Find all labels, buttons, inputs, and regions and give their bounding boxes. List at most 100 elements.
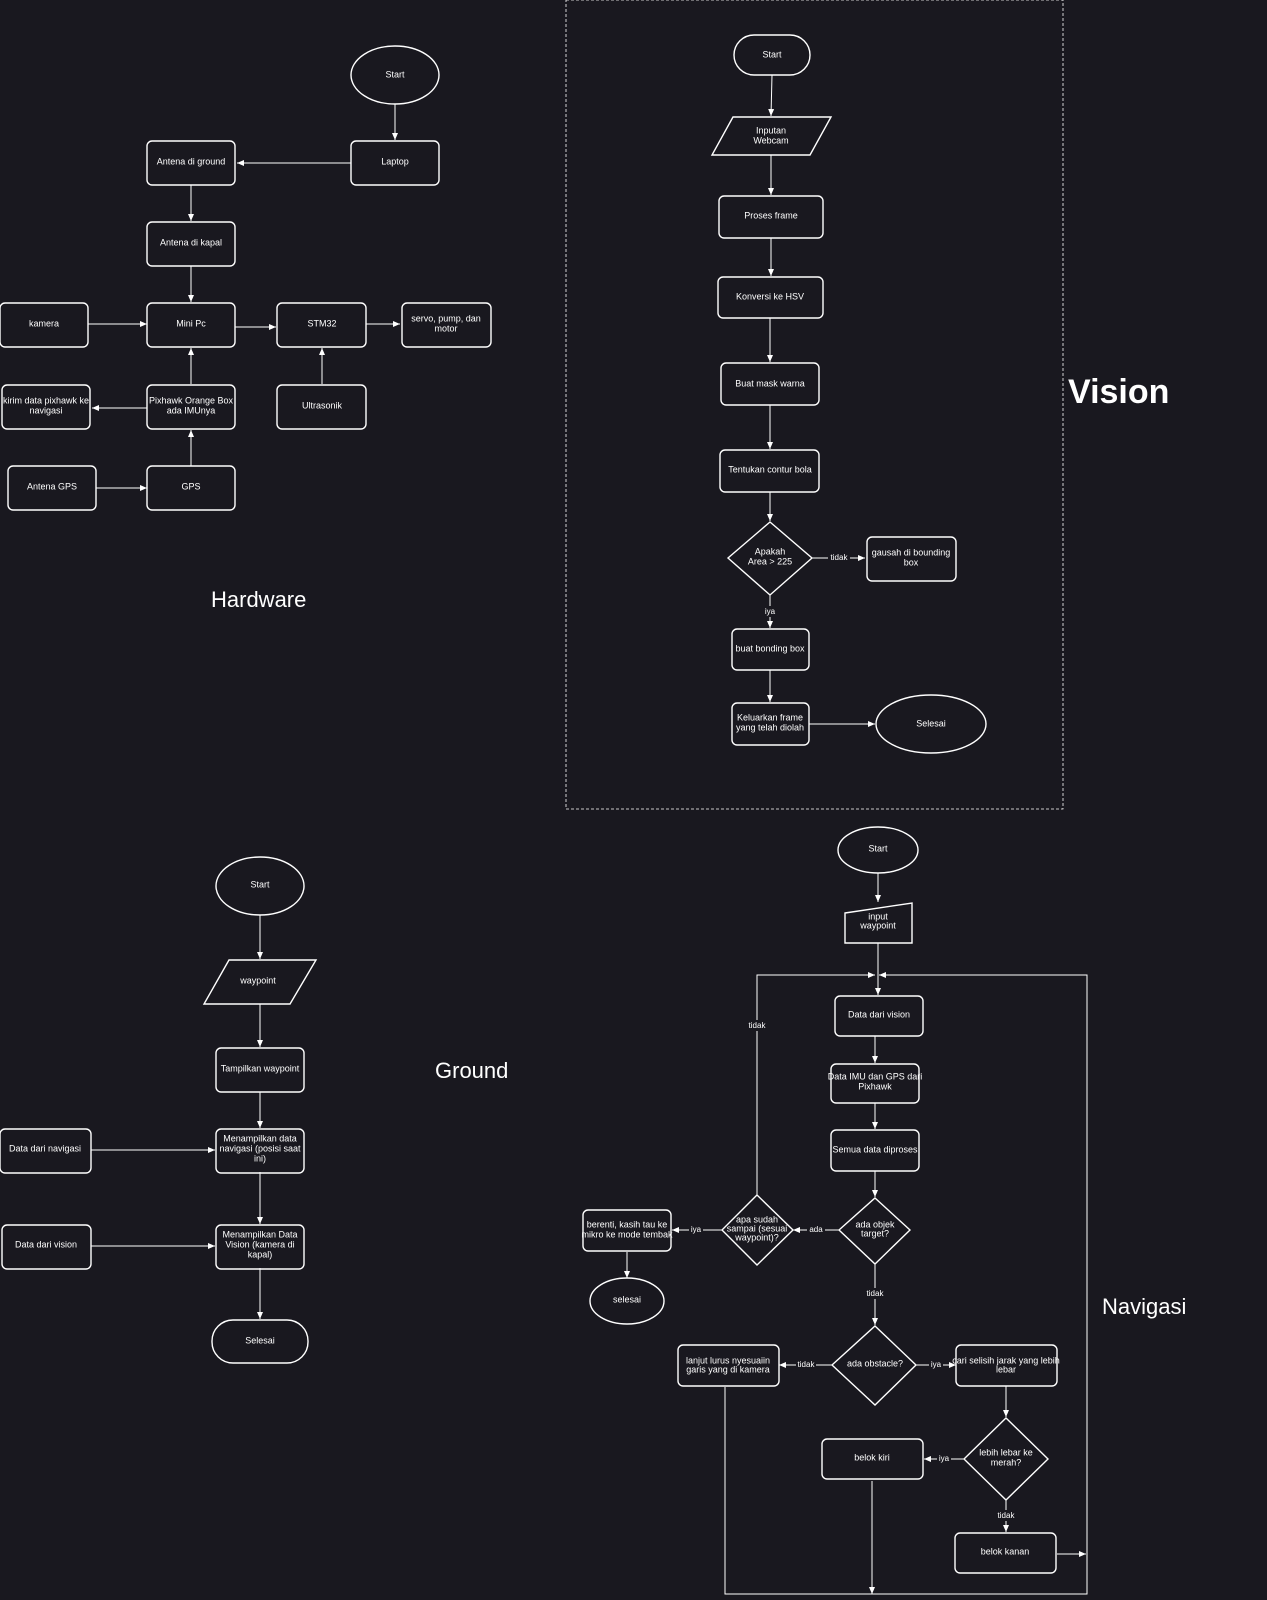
g-selesai-label: Selesai: [245, 1335, 275, 1345]
v-contur-label: Tentukan contur bola: [728, 464, 812, 474]
n-lebih-label-line1: lebih lebar ke: [979, 1447, 1033, 1457]
g-menampilkan-nav-line3: ini): [254, 1153, 266, 1163]
g-menampilkan-vision-line2: Vision (kamera di: [225, 1239, 294, 1249]
navigasi-title: Navigasi: [1102, 1294, 1186, 1319]
v-konversi-node: Konversi ke HSV: [717, 276, 824, 319]
v-mask-label: Buat mask warna: [735, 378, 805, 388]
hardware-title: Hardware: [211, 587, 306, 612]
n-ada-objek-label-line1: ada objek: [855, 1219, 895, 1229]
hw-antena-ground-node: Antena di ground: [146, 140, 236, 186]
n-ada-bg: [807, 1224, 825, 1235]
hw-antena-kapal-node: Antena di kapal: [146, 221, 236, 267]
v-apakah-label-line1: Apakah: [755, 546, 786, 556]
n-lanjut-label-line2: garis yang di kamera: [686, 1364, 770, 1374]
v-edge-tidak-label: tidak: [831, 553, 849, 562]
n-edge-tidak-lanjut-label: tidak: [798, 1360, 816, 1369]
hw-pixhawk-label-line1: Pixhawk Orange Box: [149, 395, 234, 405]
n-selesai-label: selesai: [613, 1294, 641, 1304]
hw-stm32-label: STM32: [307, 318, 336, 328]
n-input-label-line1: input: [868, 911, 888, 921]
v-gausah-label-line2: box: [904, 557, 919, 567]
n-iya3-bg: [937, 1453, 951, 1464]
v-keluarkan-label-line1: Keluarkan frame: [737, 712, 803, 722]
ground-flowchart: Start waypoint Tampilkan waypoint Menamp…: [0, 856, 508, 1364]
n-input-node: input waypoint: [844, 902, 913, 944]
n-data-vision-label: Data dari vision: [848, 1009, 910, 1019]
n-edge-iya-berenti-label: iya: [691, 1225, 702, 1234]
edge-n-lanjut-loop: [724, 972, 1088, 1595]
v-mask-node: Buat mask warna: [720, 362, 820, 406]
hw-stm32-node: STM32: [276, 302, 367, 348]
g-tampilkan-node: Tampilkan waypoint: [215, 1047, 305, 1093]
ground-title: Ground: [435, 1058, 508, 1083]
v-apakah-label-line2: Area > 225: [748, 556, 792, 566]
v-keluarkan-node: Keluarkan frame yang telah diolah: [731, 702, 810, 746]
hw-kamera-node: kamera: [0, 302, 89, 348]
n-lebih-label-line2: merah?: [991, 1457, 1022, 1467]
n-ada-objek-label-line2: target?: [861, 1228, 889, 1238]
hw-antena-gps-node: Antena GPS: [7, 465, 97, 511]
g-start-node: Start: [215, 856, 305, 916]
v-iya-label-bg: [762, 606, 778, 617]
hw-gps-label: GPS: [181, 481, 200, 491]
vision-title: Vision: [1068, 373, 1169, 411]
v-keluarkan-label-line2: yang telah diolah: [736, 722, 804, 732]
n-edge-tidak-kanan-label: tidak: [998, 1511, 1016, 1520]
n-edge-iya-cari-label: iya: [931, 1360, 942, 1369]
v-inputan-node: Inputan Webcam: [710, 116, 833, 156]
n-edge-tidak-obstacle-label: tidak: [867, 1289, 885, 1298]
v-start-label: Start: [762, 49, 782, 59]
n-ada-objek-decision: ada objek target?: [837, 1197, 912, 1265]
v-gausah-node: gausah di bounding box: [866, 536, 957, 582]
n-edge-iya-kiri-label: iya: [939, 1454, 950, 1463]
hw-antena-kapal-label: Antena di kapal: [160, 237, 222, 247]
v-proses-node: Proses frame: [718, 195, 824, 239]
v-apakah-decision: Apakah Area > 225: [726, 521, 814, 596]
n-ada-obstacle-label: ada obstacle?: [847, 1358, 903, 1368]
hw-servo-label-line2: motor: [434, 323, 457, 333]
n-iya2-bg: [929, 1359, 943, 1370]
edge-n-sudah-loop: [756, 972, 875, 1195]
g-waypoint-label: waypoint: [239, 975, 276, 985]
hw-ultrasonik-label: Ultrasonik: [302, 400, 343, 410]
ground-edges: [91, 915, 263, 1319]
n-tidak4-bg: [996, 1510, 1016, 1521]
hw-servo-label-line1: servo, pump, dan: [411, 313, 481, 323]
n-belok-kiri-node: belok kiri: [821, 1438, 924, 1480]
n-tidak3-bg: [796, 1359, 816, 1370]
hw-pixhawk-label-line2: ada IMUnya: [167, 405, 216, 415]
v-bonding-label: buat bonding box: [735, 643, 805, 653]
navigasi-flowchart: tidak ada iya tidak tidak iya iya tidak …: [581, 826, 1186, 1595]
g-tampilkan-label: Tampilkan waypoint: [221, 1063, 300, 1073]
v-gausah-label-line1: gausah di bounding: [872, 547, 951, 557]
g-start-label: Start: [250, 879, 270, 889]
n-semua-node: Semua data diproses: [830, 1129, 920, 1172]
hw-kamera-label: kamera: [29, 318, 59, 328]
n-edge-tidak-loop-label: tidak: [749, 1021, 767, 1030]
hw-kirim-node: kirim data pixhawk ke navigasi: [1, 384, 91, 430]
hw-minipc-label: Mini Pc: [176, 318, 206, 328]
v-contur-node: Tentukan contur bola: [719, 449, 820, 493]
v-proses-label: Proses frame: [744, 210, 798, 220]
hw-kirim-label-line2: navigasi: [29, 405, 62, 415]
n-data-imu-label-line2: Pixhawk: [858, 1081, 892, 1091]
hw-kirim-label-line1: kirim data pixhawk ke: [3, 395, 89, 405]
g-data-vision-label: Data dari vision: [15, 1239, 77, 1249]
navigasi-edges: tidak ada iya tidak tidak iya iya tidak: [624, 873, 1088, 1595]
n-apa-sudah-label-line2: sampai (sesuai: [727, 1223, 788, 1233]
n-tidak1-bg: [748, 1020, 767, 1031]
hw-ultrasonik-node: Ultrasonik: [276, 384, 367, 430]
hw-laptop-label: Laptop: [381, 156, 409, 166]
hw-antena-ground-label: Antena di ground: [157, 156, 226, 166]
n-apa-sudah-label-line1: apa sudah: [736, 1214, 778, 1224]
n-input-label-line2: waypoint: [859, 920, 896, 930]
hw-pixhawk-node: Pixhawk Orange Box ada IMUnya: [146, 384, 236, 430]
g-menampilkan-vision-line3: kapal): [248, 1249, 273, 1259]
g-menampilkan-nav-line1: Menampilkan data: [223, 1133, 297, 1143]
n-iya1-bg: [689, 1224, 703, 1235]
n-lanjut-label-line1: lanjut lurus nyesuaiin: [686, 1355, 770, 1365]
v-bonding-node: buat bonding box: [731, 628, 810, 671]
n-cari-node: cari selisih jarak yang lebih lebar: [952, 1344, 1060, 1387]
n-start-node: Start: [837, 826, 919, 874]
